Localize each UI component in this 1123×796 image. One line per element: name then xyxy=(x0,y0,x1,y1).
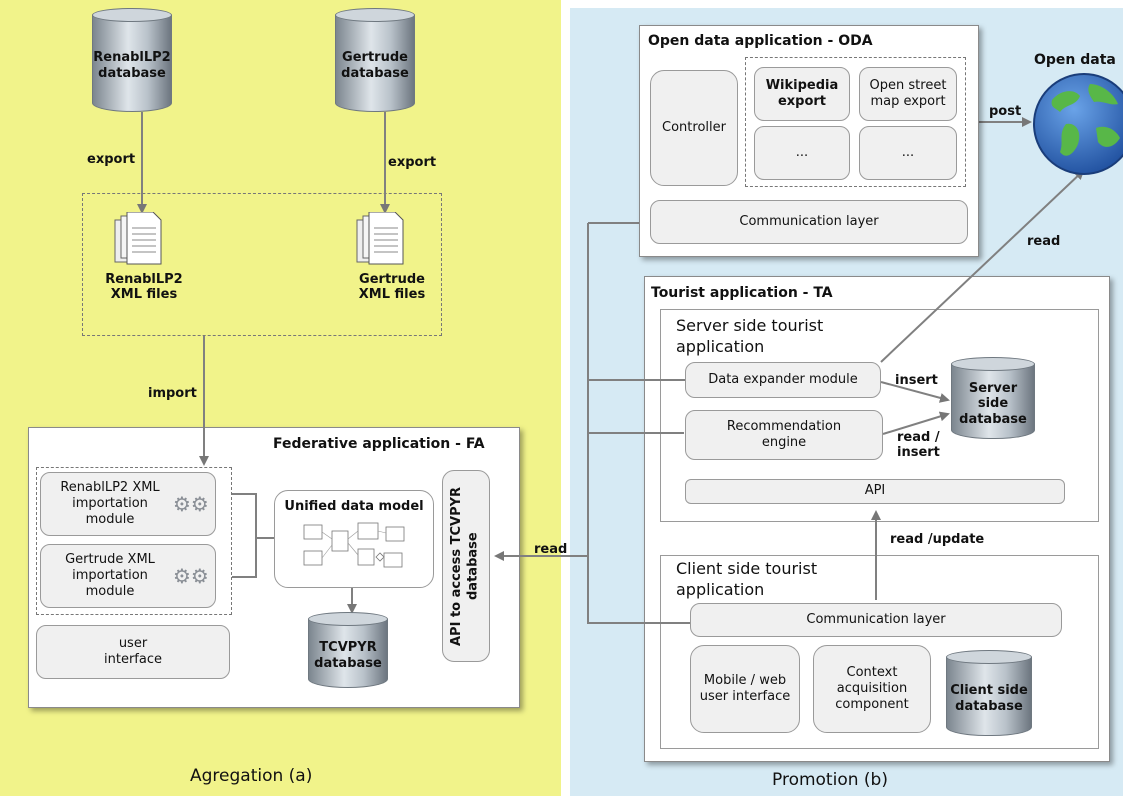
tcvpyr-database: TCVPYR database xyxy=(308,612,388,688)
edge-read-open xyxy=(880,169,1085,363)
oda-more-exporter-2: ... xyxy=(859,126,957,180)
oda-exporters-group xyxy=(745,57,966,187)
edge-read-insert xyxy=(882,411,950,435)
edge-label-read-insert: read / insert xyxy=(897,430,940,460)
edge-label-read-fa: read xyxy=(534,542,568,557)
fa-title: Federative application - FA xyxy=(273,436,485,452)
gertrude-database: Gertrude database xyxy=(335,8,415,112)
unified-data-model: Unified data model xyxy=(274,490,434,588)
oda-controller: Controller xyxy=(650,70,738,186)
edge-label-read-open: read xyxy=(1027,234,1061,249)
osm-export: Open street map export xyxy=(859,67,957,121)
client-side-database: Client side database xyxy=(946,650,1032,736)
oda-more-exporter-1: ... xyxy=(754,126,850,180)
ta-api: API xyxy=(685,479,1065,504)
edge-label-import: import xyxy=(148,386,197,401)
wikipedia-export: Wikipedia export xyxy=(754,67,850,121)
gertrude-xml-files-label: Gertrude XML files xyxy=(358,272,426,302)
context-acquisition-component: Context acquisition component xyxy=(813,645,931,733)
oda-communication-layer: Communication layer xyxy=(650,200,968,244)
import-modules-group xyxy=(36,467,232,615)
xml-files-group xyxy=(82,193,442,336)
renabl-xml-document-icon xyxy=(114,212,162,265)
open-data-label: Open data xyxy=(1034,52,1116,68)
fa-api: API to access TCVPYR database xyxy=(442,470,490,662)
edge-module-bracket xyxy=(232,493,276,578)
earth-globe-icon xyxy=(1033,73,1123,175)
renabl-xml-files-label: RenablLP2 XML files xyxy=(105,272,183,302)
recommendation-engine: Recommendation engine xyxy=(685,410,883,460)
ta-communication-layer: Communication layer xyxy=(690,603,1062,637)
fa-user-interface: user interface xyxy=(36,625,230,679)
renabl-database: RenablLP2 database xyxy=(92,8,172,112)
ta-title: Tourist application - TA xyxy=(651,285,833,301)
gertrude-importation-module: Gertrude XML importation module ⚙⚙ xyxy=(40,544,216,608)
edge-label-export-left: export xyxy=(87,152,136,167)
data-expander-module: Data expander module xyxy=(685,362,881,398)
server-side-title: Server side tourist application xyxy=(676,316,824,356)
renabl-importation-module: RenablLP2 XML importation module ⚙⚙ xyxy=(40,472,216,536)
edge-label-export-right: export xyxy=(388,155,437,170)
server-side-database: Server side database xyxy=(951,357,1035,439)
aggregation-caption: Agregation (a) xyxy=(190,766,313,786)
mobile-web-user-interface: Mobile / web user interface xyxy=(690,645,800,733)
edge-label-insert: insert xyxy=(895,373,938,388)
gears-icon: ⚙⚙ xyxy=(173,564,209,588)
oda-title: Open data application - ODA xyxy=(648,33,873,49)
edge-label-read-update: read /update xyxy=(890,532,985,547)
edge-read-fa xyxy=(498,223,690,624)
edge-label-post: post xyxy=(989,104,1022,119)
edge-insert xyxy=(880,381,950,403)
uml-diagram-thumbnail-icon xyxy=(303,522,405,568)
gertrude-xml-document-icon xyxy=(356,212,404,265)
gears-icon: ⚙⚙ xyxy=(173,492,209,516)
client-side-title: Client side tourist application xyxy=(676,559,818,599)
promotion-caption: Promotion (b) xyxy=(772,770,888,790)
